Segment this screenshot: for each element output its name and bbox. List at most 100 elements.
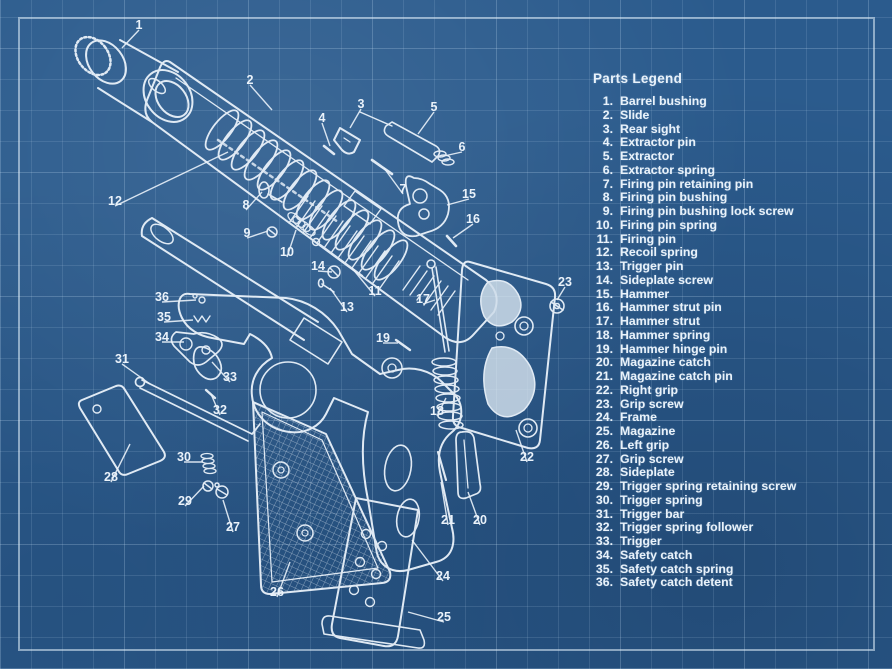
- part-right-grip: [451, 260, 557, 450]
- legend-item: 7. Firing pin retaining pin: [591, 176, 879, 192]
- callout-leader-line: [446, 198, 470, 206]
- part-barrel: [140, 217, 343, 365]
- legend-item: 3.Rear sight: [591, 122, 879, 137]
- callout-number: 15: [462, 187, 476, 201]
- callout-leader-line: [321, 122, 331, 147]
- legend-item-label: Safety catch spring: [620, 561, 734, 576]
- callout-number: 5: [431, 100, 438, 114]
- legend-item-number: 18.: [595, 327, 613, 342]
- part-hammer-strut: [426, 259, 450, 353]
- callout-number: 4: [319, 111, 326, 125]
- callout-number: 25: [437, 610, 451, 624]
- callout-labels: 1234567891011121314151617181920212223242…: [104, 18, 572, 624]
- legend-item-number: 24.: [595, 410, 613, 425]
- callout-leader-line: [383, 167, 404, 195]
- callout-number: 24: [436, 569, 450, 583]
- legend-item-label: Sideplate screw: [620, 272, 713, 287]
- callout-number: 2: [247, 73, 254, 87]
- legend-item-number: 6.: [602, 162, 613, 177]
- legend-item-number: 20.: [595, 355, 613, 370]
- callout-leader-line: [422, 299, 436, 305]
- callout-leader-line: [121, 363, 151, 385]
- legend-item: 4.Extractor pin: [591, 135, 879, 150]
- legend-item-label: Trigger spring follower: [620, 520, 754, 535]
- legend-item-label: Firing pin retaining pin: [620, 176, 754, 191]
- legend-item-number: 22.: [595, 382, 613, 397]
- legend-item-number: 9.: [602, 204, 613, 218]
- part-trigger-spring: [200, 452, 217, 475]
- part-safety-catch-detent: [192, 293, 206, 304]
- legend-item: 28.Sideplate: [591, 465, 879, 480]
- legend-item: 24.Frame: [591, 410, 879, 425]
- legend-item: 35. Safety catch spring: [591, 561, 879, 577]
- legend-item: 1.Barrel bushing: [591, 94, 879, 109]
- legend-item-label: Hammer spring: [620, 327, 711, 342]
- part-trigger-spring-retaining-screw: [202, 480, 214, 492]
- part-extractor-spring: [433, 150, 455, 166]
- legend-item-number: 1.: [602, 94, 613, 108]
- legend-item: 18. Hammer spring: [591, 327, 879, 343]
- callout-number: 35: [157, 310, 171, 324]
- legend-item-label: Extractor spring: [620, 162, 715, 177]
- callout-leader-line: [276, 561, 291, 598]
- legend-item-number: 30.: [595, 492, 613, 507]
- callout-number: 1: [136, 18, 143, 32]
- legend-item-number: 25.: [595, 424, 613, 438]
- callout-leader-line: [222, 499, 234, 533]
- legend-item-number: 4.: [602, 135, 613, 150]
- legend-item: 30.Trigger spring: [591, 492, 879, 508]
- callout-number: 20: [473, 513, 487, 527]
- callout-leader-line: [407, 611, 445, 623]
- part-barrel-bushing: [74, 35, 194, 123]
- callout-number: 28: [104, 470, 118, 484]
- legend-item-number: 10.: [595, 217, 613, 232]
- legend-item-label: Recoil spring: [620, 245, 698, 260]
- legend-item-number: 14.: [595, 272, 613, 287]
- part-firing-pin-spring: [287, 212, 316, 236]
- callout-number: 3: [358, 97, 365, 111]
- callout-leader-line: [436, 397, 447, 417]
- legend-item-number: 33.: [595, 534, 613, 548]
- legend-item-number: 28.: [595, 465, 613, 480]
- legend-item: 10.Firing pin spring: [591, 217, 879, 233]
- part-trigger-spring-follower: [204, 388, 217, 400]
- callout-number: 19: [376, 331, 390, 345]
- legend-item-number: 35.: [595, 561, 613, 576]
- legend-item-number: 26.: [595, 437, 613, 452]
- legend-item-label: Left grip: [620, 437, 670, 452]
- callout-number: 9: [244, 226, 251, 240]
- legend-item-label: Grip screw: [620, 396, 684, 411]
- part-extractor-pin: [322, 144, 336, 156]
- callout-leader-line: [121, 29, 140, 49]
- part-magazine-catch-pin: [436, 450, 448, 482]
- legend-item: 33.Trigger: [591, 534, 879, 549]
- legend-item-label: Magazine: [620, 424, 676, 438]
- legend-item-number: 7.: [602, 176, 613, 191]
- legend-item: 17.Hammer strut: [591, 314, 879, 329]
- part-hammer-spring: [431, 357, 464, 430]
- callout-number: 34: [155, 330, 169, 344]
- callout-leader-line: [515, 429, 528, 463]
- legend-item-number: 17.: [595, 314, 613, 328]
- callout-leader-line: [317, 270, 333, 273]
- legend-item: 26. Left grip: [591, 437, 879, 453]
- callout-leader-line: [210, 393, 221, 416]
- legend-item-label: Grip screw: [620, 451, 684, 466]
- legend-item-label: Slide: [620, 107, 650, 122]
- part-hammer: [396, 175, 450, 238]
- callout-leader-line: [351, 267, 376, 297]
- callout-number: 32: [213, 403, 227, 417]
- callout-leader-line: [411, 539, 444, 582]
- callout-number: 23: [558, 275, 572, 289]
- part-frame: [177, 292, 463, 572]
- legend-item-number: 29.: [595, 479, 613, 493]
- legend-item: 29.Trigger spring retaining screw: [591, 479, 879, 494]
- callout-leader-line: [329, 287, 348, 313]
- legend-item-label: Extractor: [620, 149, 674, 163]
- legend-item: 20.Magazine catch: [591, 355, 879, 370]
- callout-leader-line: [452, 223, 474, 239]
- legend-item-label: Trigger pin: [620, 259, 684, 273]
- legend-item-label: Hammer hinge pin: [620, 341, 728, 356]
- legend-item-number: 31.: [595, 506, 613, 521]
